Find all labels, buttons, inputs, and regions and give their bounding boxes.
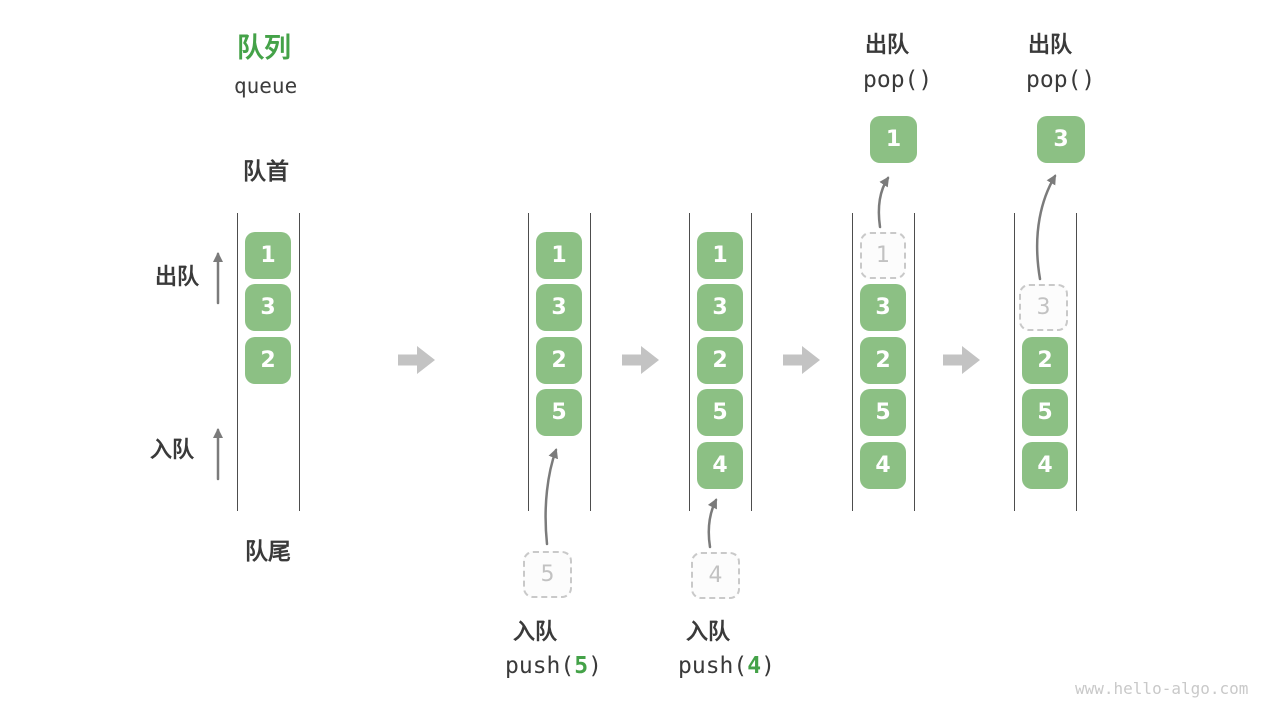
dequeue-side-label: 出队 <box>155 264 200 289</box>
transition-arrow-icon <box>783 346 820 374</box>
queue-item: 5 <box>860 389 906 436</box>
popped-item: 1 <box>870 116 917 163</box>
queue-column-state-1: 1 3 2 <box>237 213 300 511</box>
queue-item: 5 <box>697 389 743 436</box>
queue-item: 5 <box>536 389 582 436</box>
queue-item: 2 <box>536 337 582 384</box>
queue-front-label: 队首 <box>243 158 289 184</box>
transition-arrow-icon <box>943 346 980 374</box>
code-arg: 5 <box>574 653 589 679</box>
queue-item: 4 <box>860 442 906 489</box>
pending-enqueue-item: 4 <box>691 552 740 599</box>
pop-code-label: pop() <box>1026 67 1096 93</box>
queue-column-state-3: 1 3 2 5 4 <box>689 213 752 511</box>
queue-item: 4 <box>1022 442 1068 489</box>
diagram-title-zh: 队列 <box>237 33 291 63</box>
popped-item: 3 <box>1037 116 1085 163</box>
queue-item: 2 <box>245 337 291 384</box>
enqueue-op-label: 入队 <box>513 619 558 644</box>
code-suffix: ) <box>761 653 775 679</box>
queue-item: 4 <box>697 442 743 489</box>
queue-item: 5 <box>1022 389 1068 436</box>
ghost-dequeued-item: 3 <box>1019 284 1068 331</box>
transition-arrow-icon <box>398 346 435 374</box>
queue-item: 2 <box>860 337 906 384</box>
diagram-title-en: queue <box>234 74 298 98</box>
queue-item: 3 <box>245 284 291 331</box>
transition-arrow-icon <box>622 346 659 374</box>
queue-item: 1 <box>245 232 291 279</box>
code-prefix: push( <box>505 653 575 679</box>
enqueue-op-label: 入队 <box>686 619 731 644</box>
dequeue-op-label: 出队 <box>1028 32 1073 57</box>
queue-item: 3 <box>697 284 743 331</box>
queue-item: 1 <box>536 232 582 279</box>
queue-item: 3 <box>860 284 906 331</box>
code-prefix: push( <box>678 653 748 679</box>
queue-rear-label: 队尾 <box>245 538 291 564</box>
dequeue-op-label: 出队 <box>865 32 910 57</box>
code-arg: 4 <box>747 653 762 679</box>
watermark: www.hello-algo.com <box>1075 679 1249 698</box>
queue-item: 2 <box>1022 337 1068 384</box>
push-code-label: push(4) <box>678 653 775 679</box>
queue-column-state-5: 3 2 5 4 <box>1014 213 1077 511</box>
pending-enqueue-item: 5 <box>523 551 572 598</box>
queue-column-state-2: 1 3 2 5 <box>528 213 591 511</box>
ghost-dequeued-item: 1 <box>860 232 906 279</box>
push-code-label: push(5) <box>505 653 602 679</box>
code-suffix: ) <box>588 653 602 679</box>
enqueue-side-label: 入队 <box>150 437 195 462</box>
queue-column-state-4: 1 3 2 5 4 <box>852 213 915 511</box>
pop-code-label: pop() <box>863 67 933 93</box>
queue-item: 1 <box>697 232 743 279</box>
queue-item: 3 <box>536 284 582 331</box>
queue-item: 2 <box>697 337 743 384</box>
